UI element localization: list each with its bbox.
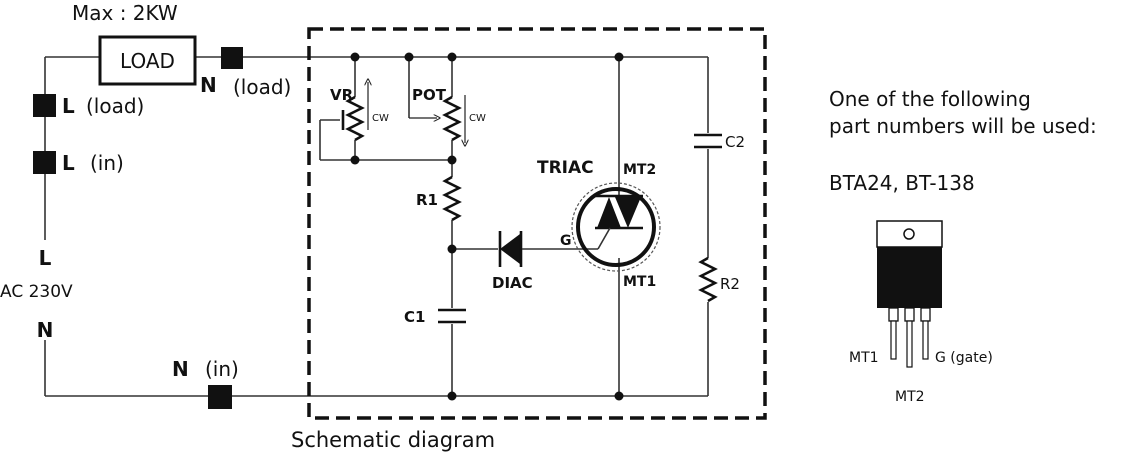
pin-mt2-label: MT2 <box>895 389 925 405</box>
pin-gate-label: G (gate) <box>935 350 993 366</box>
terminal-l-load <box>33 94 56 117</box>
capacitor-c2 <box>694 57 722 258</box>
supply-l-label: L <box>39 246 52 270</box>
vr-cw-label: CW <box>372 113 389 124</box>
c2-label: C2 <box>725 133 745 151</box>
gate-label: G <box>560 233 572 249</box>
note-line-1: One of the following <box>829 87 1031 111</box>
note-line-2: part numbers will be used: <box>829 114 1097 138</box>
mt2-label: MT2 <box>623 162 656 178</box>
capacitor-c1 <box>438 249 466 396</box>
triac <box>571 57 661 396</box>
supply-voltage-label: AC 230V <box>0 282 73 302</box>
terminal-l-in-suffix: (in) <box>90 151 124 175</box>
schematic-caption: Schematic diagram <box>291 428 495 452</box>
terminal-l-in-letter: L <box>62 151 75 175</box>
to220-package <box>876 220 943 368</box>
r1-label: R1 <box>416 191 438 209</box>
terminal-l-load-letter: L <box>62 94 75 118</box>
supply-n-label: N <box>37 318 54 342</box>
pot-cw-label: CW <box>469 113 486 124</box>
pot-label: POT <box>412 86 447 104</box>
vr-trimmer <box>319 57 452 161</box>
r2-label: R2 <box>720 275 740 293</box>
vr-label: VR <box>330 86 354 104</box>
resistor-r2 <box>698 256 718 396</box>
potentiometer <box>408 57 465 160</box>
pin-mt1-label: MT1 <box>849 350 879 366</box>
module-enclosure <box>307 27 767 420</box>
terminal-n-load-letter: N <box>200 73 217 97</box>
load-label: LOAD <box>120 49 175 73</box>
part-numbers: BTA24, BT-138 <box>829 171 975 195</box>
c1-label: C1 <box>404 308 425 326</box>
terminal-l-load-suffix: (load) <box>86 94 144 118</box>
terminal-l-in <box>33 151 56 174</box>
terminal-n-in-letter: N <box>172 357 189 381</box>
terminal-n-in-suffix: (in) <box>205 357 239 381</box>
diac <box>452 231 598 267</box>
mt1-label: MT1 <box>623 274 656 290</box>
resistor-r1 <box>442 160 462 249</box>
load-box: LOAD <box>98 35 197 86</box>
terminal-n-load-suffix: (load) <box>233 75 291 99</box>
diac-label: DIAC <box>492 274 533 292</box>
junction-dots <box>350 52 624 401</box>
terminal-n-load <box>221 47 243 69</box>
power-rating-label: Max : 2KW <box>72 1 178 25</box>
terminal-n-in <box>208 385 232 409</box>
triac-label: TRIAC <box>537 158 594 178</box>
